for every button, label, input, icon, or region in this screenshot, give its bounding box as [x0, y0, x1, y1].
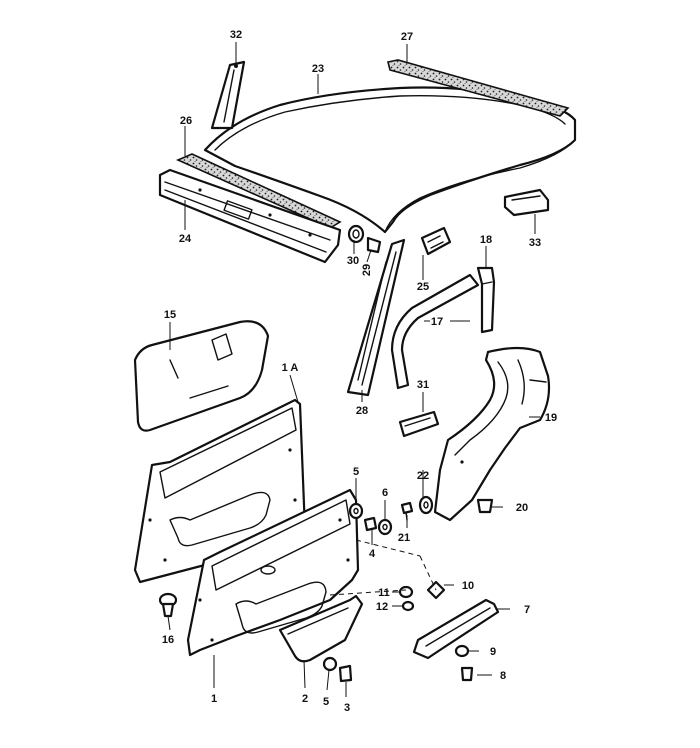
window-glass-15	[133, 320, 270, 432]
callout-4: 4	[369, 548, 376, 560]
callout-26: 26	[180, 115, 192, 127]
callout-33: 33	[529, 237, 541, 249]
washer-5b	[322, 656, 338, 672]
callout-5-upper: 5	[353, 466, 359, 478]
washer-22	[418, 495, 434, 515]
callout-30: 30	[347, 255, 359, 267]
callout-22: 22	[417, 470, 429, 482]
armrest-2	[278, 594, 364, 663]
callout-5-lower: 5	[323, 696, 329, 708]
trim-strip-7	[412, 598, 500, 660]
cap-6	[377, 518, 393, 536]
callout-6: 6	[382, 487, 388, 499]
callout-21: 21	[398, 532, 410, 544]
callout-11: 11	[378, 587, 390, 599]
callout-labels: 32 27 23 26 24 30 29 25 18 33 17 15 1 A …	[162, 29, 557, 714]
callout-32: 32	[230, 29, 242, 41]
seal-17	[390, 273, 480, 390]
callout-1a: 1 A	[282, 362, 299, 374]
callout-10: 10	[462, 580, 474, 592]
callout-7: 7	[524, 604, 530, 616]
washer-12	[401, 600, 415, 612]
screw-3	[338, 664, 353, 683]
headliner-part	[203, 86, 577, 234]
door-panel-1	[186, 488, 360, 657]
callout-28: 28	[356, 405, 368, 417]
callout-1: 1	[211, 693, 217, 705]
cap-9	[454, 644, 470, 658]
header-rail-24	[158, 168, 342, 264]
callout-15: 15	[164, 309, 176, 321]
leader-lines	[167, 42, 540, 697]
callout-18: 18	[480, 234, 492, 246]
callout-20: 20	[516, 502, 528, 514]
callout-19: 19	[545, 412, 557, 424]
callout-23: 23	[312, 63, 324, 75]
washer-5a	[348, 502, 364, 520]
callout-3: 3	[344, 702, 350, 714]
callout-2: 2	[302, 693, 308, 705]
callout-16: 16	[162, 634, 174, 646]
nut-11	[398, 585, 414, 599]
handle-31	[398, 410, 440, 438]
fastener-30	[347, 224, 365, 244]
post-18	[476, 266, 496, 334]
callout-8: 8	[500, 670, 506, 682]
fastener-29	[366, 236, 382, 254]
screw-8	[460, 666, 474, 682]
bracket-25	[420, 226, 452, 256]
screw-4	[363, 516, 378, 532]
callout-24: 24	[179, 233, 192, 245]
hatched-strip-26	[176, 153, 342, 229]
pillar-trim-32	[210, 60, 246, 130]
callout-29: 29	[361, 264, 373, 276]
callout-25: 25	[417, 281, 429, 293]
clip-33	[503, 188, 550, 217]
callout-12: 12	[376, 601, 388, 613]
roof-strip-27	[387, 59, 570, 117]
callout-9: 9	[490, 646, 496, 658]
clip-16	[158, 592, 178, 618]
callout-27: 27	[401, 31, 413, 43]
callout-17: 17	[431, 316, 443, 328]
pillar-trim-28	[346, 238, 406, 397]
clip-20	[476, 498, 494, 514]
quarter-panel-19	[433, 346, 551, 522]
callout-31: 31	[417, 379, 429, 391]
